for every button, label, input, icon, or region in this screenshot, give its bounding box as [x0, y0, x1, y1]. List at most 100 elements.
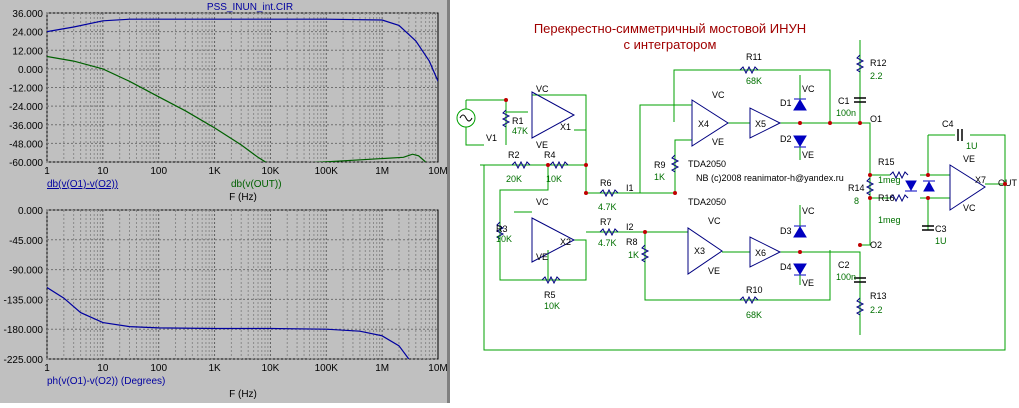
diode-d1[interactable] [793, 98, 807, 111]
legend-db-diff: db(v(O1)-v(O2)) [47, 179, 118, 190]
opamp-x1[interactable]: X1 VC VE [531, 84, 576, 150]
svg-text:VE: VE [802, 150, 814, 160]
buffer-x6[interactable]: X6 [749, 236, 782, 268]
diode-d4[interactable] [793, 263, 807, 276]
svg-text:TDA2050: TDA2050 [688, 197, 726, 207]
svg-text:X5: X5 [755, 119, 766, 129]
wires [465, 40, 1006, 351]
diode-bridge-b[interactable] [923, 180, 935, 192]
svg-text:VC: VC [708, 216, 721, 226]
capacitor-c3[interactable] [922, 225, 934, 231]
buffer-x5[interactable]: X5 [749, 107, 782, 139]
resistor-r14[interactable] [865, 177, 875, 196]
resistor-r2[interactable] [511, 160, 531, 170]
x-tick-label: 10K [262, 363, 280, 374]
svg-text:47K: 47K [512, 126, 528, 136]
y-tick-label: -90.000 [9, 266, 43, 277]
y-tick-label: 36.000 [12, 9, 43, 20]
resistor-r7[interactable] [599, 227, 619, 237]
schematic-panel: Перекрестно-симметричный мостовой ИНУН с… [450, 0, 1019, 403]
resistor-r15[interactable] [889, 170, 909, 180]
schematic-title-line1: Перекрестно-симметричный мостовой ИНУН [534, 21, 806, 36]
opamp-x7[interactable]: X7 VE VC OUT [949, 154, 1018, 213]
x-tick-label: 10 [97, 166, 109, 177]
capacitor-c1[interactable] [854, 97, 866, 103]
svg-text:68K: 68K [746, 310, 762, 320]
top-xlabel: F (Hz) [229, 192, 257, 203]
series-line-0 [47, 18, 438, 82]
svg-text:D3: D3 [780, 226, 792, 236]
y-tick-label: -135.000 [4, 295, 44, 306]
svg-text:TDA2050: TDA2050 [688, 159, 726, 169]
svg-text:O1: O1 [870, 114, 882, 124]
resistor-r4[interactable] [549, 160, 569, 170]
x-tick-label: 100K [315, 363, 339, 374]
series-line-1 [47, 55, 426, 162]
svg-text:C3: C3 [935, 224, 947, 234]
svg-text:R15: R15 [878, 157, 895, 167]
svg-text:VC: VC [536, 197, 549, 207]
y-tick-label: -180.000 [4, 325, 44, 336]
resistor-r16[interactable] [889, 193, 909, 203]
resistor-r3[interactable] [495, 221, 505, 240]
svg-text:D1: D1 [780, 98, 792, 108]
svg-text:VC: VC [712, 90, 725, 100]
svg-text:O2: O2 [870, 240, 882, 250]
svg-text:I1: I1 [626, 183, 634, 193]
panel-splitter[interactable] [447, 0, 450, 403]
resistor-r1[interactable] [501, 109, 511, 128]
svg-text:D4: D4 [780, 262, 792, 272]
svg-text:R7: R7 [600, 217, 612, 227]
x-tick-label: 10 [97, 363, 109, 374]
svg-text:100n: 100n [836, 108, 856, 118]
svg-text:R6: R6 [600, 178, 612, 188]
y-tick-label: -48.000 [9, 139, 43, 150]
capacitor-c4[interactable] [957, 129, 963, 141]
x-tick-label: 1K [208, 166, 221, 177]
svg-text:X7: X7 [975, 175, 986, 185]
svg-text:R4: R4 [544, 150, 556, 160]
svg-text:VE: VE [536, 140, 548, 150]
svg-text:R14: R14 [848, 183, 865, 193]
resistor-r9[interactable] [670, 154, 680, 173]
svg-text:VC: VC [802, 84, 815, 94]
x-tick-label: 1M [375, 166, 389, 177]
resistor-r13[interactable] [855, 297, 865, 316]
diode-d3[interactable] [793, 225, 807, 238]
opamp-x4[interactable]: X4 VC VE [691, 90, 729, 147]
svg-text:20K: 20K [506, 174, 522, 184]
opamp-x3[interactable]: X3 VC VE [687, 216, 723, 276]
x-tick-label: 1K [208, 363, 221, 374]
y-tick-label: -225.000 [4, 355, 44, 366]
resistor-r8[interactable] [640, 244, 650, 263]
svg-text:4.7K: 4.7K [598, 202, 617, 212]
resistor-r6[interactable] [599, 188, 619, 198]
svg-text:8: 8 [854, 196, 859, 206]
svg-text:1U: 1U [966, 141, 978, 151]
capacitor-c2[interactable] [854, 277, 866, 283]
resistor-r11[interactable] [739, 65, 759, 75]
opamp-x2[interactable]: X2 VC VE [531, 197, 576, 263]
diode-d2[interactable] [793, 135, 807, 148]
svg-text:1meg: 1meg [878, 175, 901, 185]
svg-text:VE: VE [536, 252, 548, 262]
svg-text:R8: R8 [626, 237, 638, 247]
y-tick-label: -45.000 [9, 236, 43, 247]
svg-text:C4: C4 [942, 119, 954, 129]
y-tick-label: 0.000 [18, 206, 43, 217]
svg-text:R10: R10 [746, 285, 763, 295]
source-v1[interactable]: V1 [456, 108, 497, 143]
svg-text:1K: 1K [654, 172, 665, 182]
resistor-r5[interactable] [541, 275, 561, 285]
x-tick-label: 10M [428, 363, 447, 374]
svg-text:VE: VE [708, 266, 720, 276]
svg-text:R12: R12 [870, 58, 887, 68]
svg-text:VC: VC [963, 203, 976, 213]
resistor-r10[interactable] [739, 295, 759, 305]
svg-text:X3: X3 [694, 246, 705, 256]
resistor-r12[interactable] [855, 54, 865, 73]
svg-text:VE: VE [802, 278, 814, 288]
bottom-plot-frame [46, 209, 439, 360]
svg-text:X4: X4 [698, 119, 709, 129]
diode-bridge-a[interactable] [905, 180, 917, 192]
